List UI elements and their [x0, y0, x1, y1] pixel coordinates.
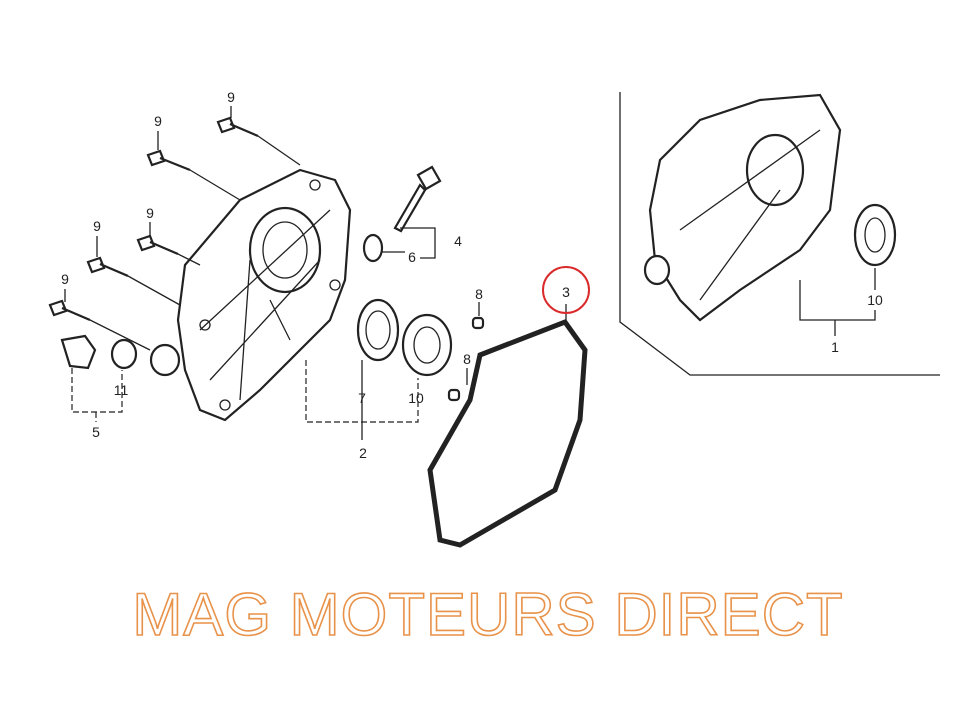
crankcase-cover-right [643, 93, 897, 336]
callout-4: 4 [454, 233, 462, 249]
callout-8: 8 [463, 351, 471, 367]
callout-2: 2 [359, 445, 367, 461]
callout-9: 9 [227, 89, 235, 105]
callout-5: 5 [92, 424, 100, 440]
callout-6: 6 [408, 249, 416, 265]
seal-bearing [305, 298, 485, 440]
callout-9: 9 [61, 271, 69, 287]
inset-frame [619, 92, 940, 376]
dipstick-parts [362, 165, 442, 263]
gasket [427, 304, 588, 548]
callout-9: 9 [93, 218, 101, 234]
callout-1: 1 [831, 339, 839, 355]
highlight-circle [542, 266, 590, 314]
callout-3: 3 [562, 284, 570, 300]
callout-11: 11 [114, 382, 129, 398]
watermark: MAG MOTEURS DIRECT [132, 581, 843, 648]
callout-9: 9 [146, 205, 154, 221]
callout-7: 7 [358, 390, 366, 406]
plug-parts [60, 334, 181, 422]
bolts [48, 106, 301, 351]
crankcase-cover-left [176, 168, 352, 422]
callout-10: 10 [867, 292, 883, 308]
callout-10: 10 [408, 390, 424, 406]
callout-8: 8 [475, 286, 483, 302]
callout-9: 9 [154, 113, 162, 129]
